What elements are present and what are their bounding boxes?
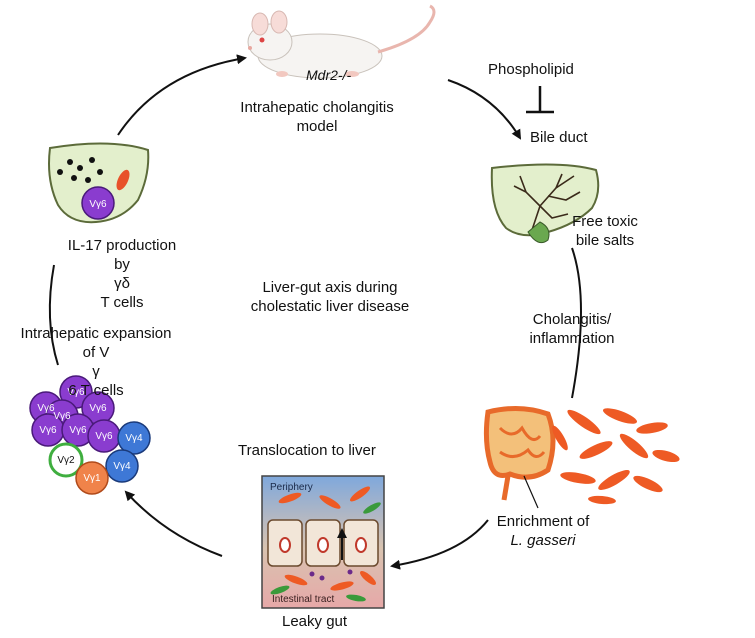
- cell-label: Vγ6: [67, 387, 85, 398]
- expansion-line2-suffix: 6 T cells: [68, 382, 124, 399]
- mouse-illustration: [247, 4, 436, 79]
- il17-line2: by γδ T cells: [42, 255, 202, 312]
- toxic-line1: Free toxic: [572, 213, 638, 230]
- gut-panel-top-label: Periphery: [270, 482, 313, 493]
- cell-label: Vγ6: [89, 403, 107, 414]
- intestine-illustration: [483, 406, 556, 509]
- il17-label: IL-17 production by γδ T cells: [42, 236, 202, 312]
- arrow-to-leaky-gut: [390, 519, 489, 570]
- leaky-gut-label: Leaky gut: [282, 613, 348, 630]
- enrichment-label: Enrichment of L. gasseri: [488, 512, 598, 550]
- cholangitis-line2: inflammation: [529, 330, 615, 347]
- arrow-to-mouse: [117, 54, 247, 136]
- vg6-cell-liver: [81, 186, 115, 220]
- arrow-left-upper: [48, 264, 59, 366]
- model-label: Intrahepatic cholangitis model: [222, 98, 412, 136]
- enrichment-line1: Enrichment of: [496, 513, 590, 530]
- cell-label: Vγ2: [57, 455, 75, 466]
- enrichment-line2: L. gasseri: [510, 532, 576, 549]
- leaky-gut-panel: Periphery Intestinal tract: [261, 475, 385, 609]
- arrow-right-lower: [571, 247, 582, 399]
- translocation-label: Translocation to liver: [238, 442, 376, 459]
- model-line2: model: [296, 118, 338, 135]
- toxic-bile-salts-label: Free toxic bile salts: [560, 212, 650, 250]
- gut-panel-bottom-label: Intestinal tract: [272, 594, 334, 605]
- liver-right-illustration: [490, 163, 600, 244]
- bile-duct-label: Bile duct: [530, 129, 588, 146]
- inhibition-symbol: [526, 86, 554, 114]
- mouse-label: Mdr2-/-: [306, 67, 352, 83]
- expansion-label: Intrahepatic expansion of V γ 6 T cells: [6, 324, 186, 400]
- cholangitis-line1: Cholangitis/: [532, 311, 612, 328]
- expansion-line2: of V γ 6 T cells: [6, 343, 186, 400]
- cholangitis-label: Cholangitis/ inflammation: [512, 310, 632, 348]
- expansion-line1: Intrahepatic expansion: [20, 325, 172, 342]
- cell-label: Vγ6: [39, 425, 57, 436]
- cell-label: Vγ6: [95, 431, 113, 442]
- center-line1: Liver-gut axis during: [262, 279, 398, 296]
- vg2-cell: [48, 442, 84, 478]
- vg4-cell: [117, 421, 151, 455]
- il17-line2-greek: γδ: [114, 275, 130, 292]
- bacteria-cluster: [552, 408, 680, 505]
- t-cell-cluster: Vγ6 Vγ6 Vγ6 Vγ6 Vγ6 Vγ6 Vγ6 Vγ4 Vγ2 Vγ4 …: [29, 375, 151, 495]
- liver-left-illustration: Vγ6: [48, 142, 150, 224]
- center-line2: cholestatic liver disease: [250, 298, 410, 315]
- arrow-to-bile-duct: [447, 79, 522, 140]
- arrow-to-expansion: [124, 490, 223, 557]
- vg1-cell: [75, 461, 109, 495]
- il17-line2-suffix: T cells: [100, 294, 144, 311]
- vg6-cell-liver-label: Vγ6: [89, 199, 107, 210]
- il17-line2-prefix: by: [114, 256, 130, 273]
- cell-label: Vγ6: [69, 425, 87, 436]
- model-line1: Intrahepatic cholangitis: [240, 99, 394, 116]
- phospholipid-label: Phospholipid: [488, 61, 574, 78]
- cell-label: Vγ6: [37, 403, 55, 414]
- expansion-line2-greek: γ: [92, 363, 100, 380]
- cell-label: Vγ6: [53, 411, 71, 422]
- expansion-line2-prefix: of V: [82, 344, 110, 361]
- cell-label: Vγ4: [113, 461, 131, 472]
- toxic-line2: bile salts: [575, 232, 635, 249]
- cell-label: Vγ4: [125, 433, 143, 444]
- cycle-arrows: [48, 54, 582, 570]
- cell-label: Vγ1: [83, 473, 101, 484]
- il17-line1: IL-17 production: [67, 237, 177, 254]
- center-title: Liver-gut axis during cholestatic liver …: [220, 278, 440, 316]
- vg4-cell: [105, 449, 139, 483]
